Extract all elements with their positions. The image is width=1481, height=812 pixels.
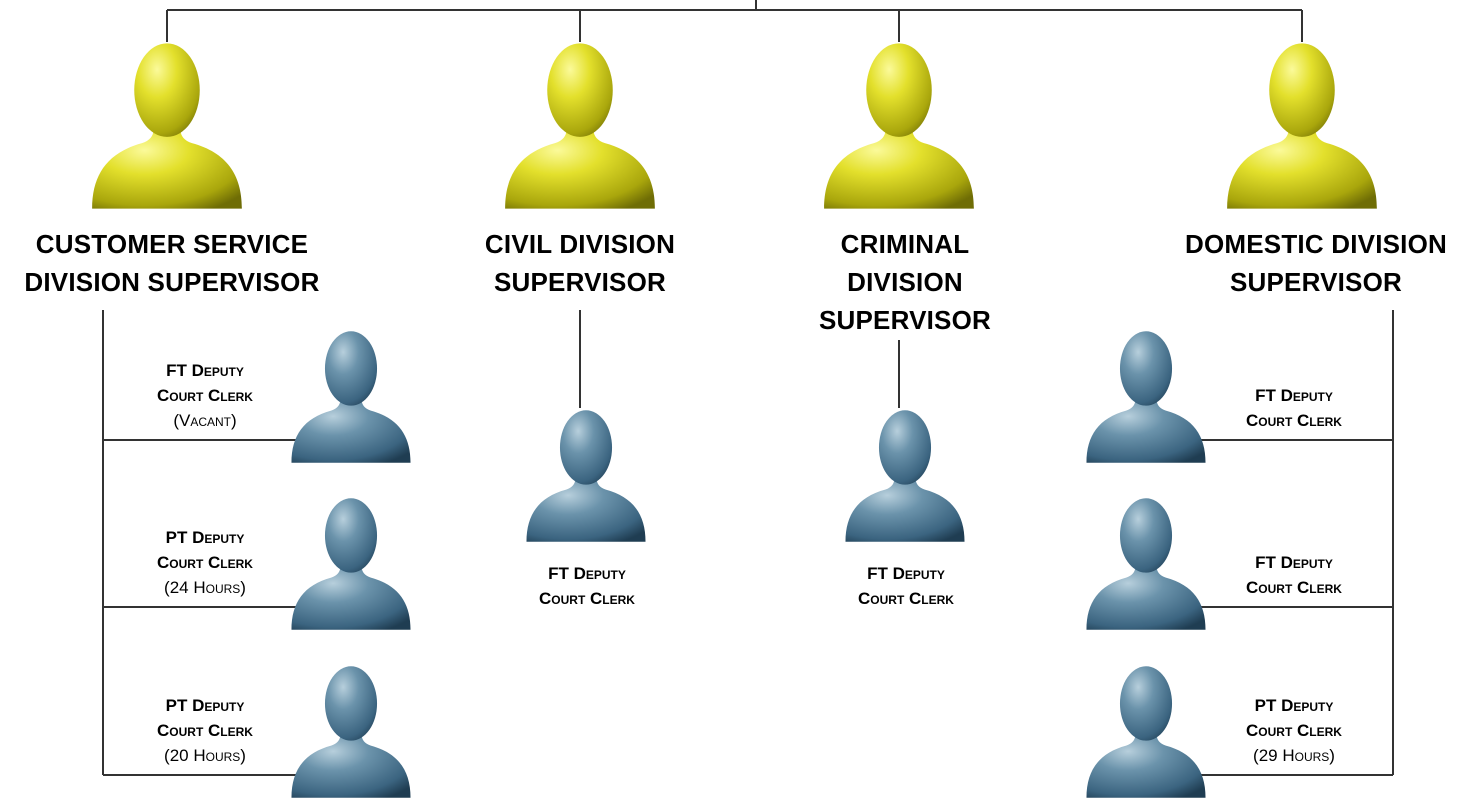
- clerk-label: FT Deputy Court Clerk: [1246, 386, 1342, 430]
- clerk-person-icon: [289, 327, 413, 467]
- supervisor-person-icon: [1224, 40, 1380, 212]
- supervisor-person-icon: [502, 40, 658, 212]
- clerk-person-icon: [289, 494, 413, 634]
- domestic-supervisor-title: DOMESTIC DIVISION SUPERVISOR: [1185, 229, 1447, 297]
- clerk-person-icon: [843, 406, 967, 546]
- criminal-supervisor-title: CRIMINAL DIVISION SUPERVISOR: [818, 229, 991, 335]
- clerk-label: PT Deputy Court Clerk (20 Hours): [157, 696, 253, 765]
- clerk-person-icon: [1084, 494, 1208, 634]
- clerk-person-icon: [524, 406, 648, 546]
- clerk-label: FT Deputy Court Clerk: [858, 564, 954, 608]
- clerk-label: FT Deputy Court Clerk: [1246, 553, 1342, 597]
- clerk-person-icon: [1084, 662, 1208, 802]
- customer-service-supervisor-title: CUSTOMER SERVICE DIVISION SUPERVISOR: [24, 229, 320, 297]
- civil-supervisor-title: CIVIL DIVISION SUPERVISOR: [484, 229, 676, 297]
- clerk-person-icon: [1084, 327, 1208, 467]
- supervisor-person-icon: [89, 40, 245, 212]
- clerk-person-icon: [289, 662, 413, 802]
- clerk-label: FT Deputy Court Clerk (Vacant): [157, 361, 253, 430]
- clerk-label: PT Deputy Court Clerk (24 Hours): [157, 528, 253, 597]
- clerk-label: PT Deputy Court Clerk (29 Hours): [1246, 696, 1342, 765]
- clerk-label: FT Deputy Court Clerk: [539, 564, 635, 608]
- supervisor-person-icon: [821, 40, 977, 212]
